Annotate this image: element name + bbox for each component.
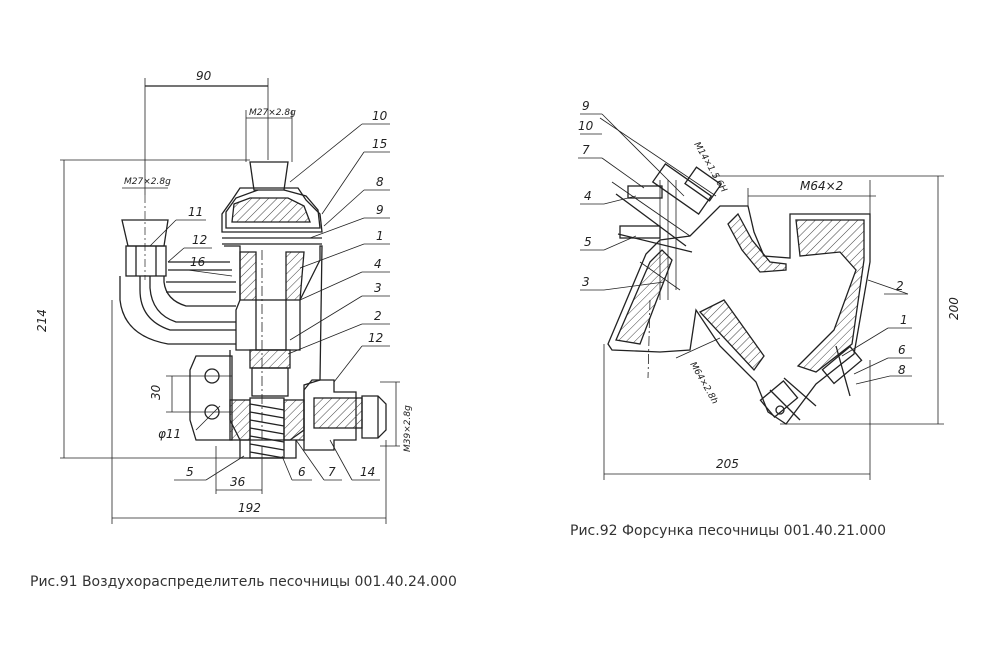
- dim-36: 36: [230, 475, 246, 489]
- callout-92-2: 2: [896, 279, 904, 293]
- figure-91-leaders: [149, 123, 390, 481]
- dim-m64-8h: M64×2.8h: [687, 361, 719, 407]
- callout-12-left: 12: [192, 233, 207, 247]
- callout-92-3: 3: [582, 275, 590, 289]
- callout-92-9: 9: [582, 99, 590, 113]
- dim-phi11: φ11: [158, 427, 181, 441]
- dim-192: 192: [238, 501, 261, 515]
- callout-1: 1: [376, 229, 384, 243]
- callout-3: 3: [374, 281, 382, 295]
- callout-92-5: 5: [584, 235, 592, 249]
- callout-92-6: 6: [898, 343, 906, 357]
- callout-11: 11: [188, 205, 203, 219]
- callout-92-7: 7: [582, 143, 590, 157]
- callout-14: 14: [360, 465, 375, 479]
- figure-91-air-distributor: 90 M27×2.8g: [35, 69, 413, 524]
- callout-92-4: 4: [584, 189, 592, 203]
- dim-214: 214: [35, 309, 49, 332]
- callout-5: 5: [186, 465, 194, 479]
- callout-92-8: 8: [898, 363, 906, 377]
- figure-92-callouts: 9 10 7 4 5 3 2 1 6 8: [578, 99, 908, 377]
- callout-7: 7: [328, 465, 336, 479]
- dim-90: 90: [196, 69, 212, 83]
- figure-91-callouts: 10 15 8 9 1 4 3 2 12 11 12 16 5 6 7 14: [186, 109, 388, 479]
- mount-plate: [189, 355, 233, 441]
- figure-92-caption: Рис.92 Форсунка песочницы 001.40.21.000: [570, 523, 887, 539]
- dim-m27-left: M27×2.8g: [124, 177, 171, 187]
- callout-10: 10: [372, 109, 388, 123]
- callout-15: 15: [372, 137, 387, 151]
- callout-6: 6: [298, 465, 306, 479]
- figure-92-sand-nozzle: M14×1.5 6H M64×2 M64×2.8h 200 205: [578, 113, 961, 480]
- top-fitting-assembly: [611, 163, 722, 379]
- callout-92-1: 1: [900, 313, 908, 327]
- callout-8: 8: [376, 175, 384, 189]
- callout-9: 9: [376, 203, 384, 217]
- callout-92-10: 10: [578, 119, 594, 133]
- figure-92-leaders: [578, 113, 912, 385]
- dim-m27-top: M27×2.8g: [249, 108, 296, 118]
- bottom-bolt-assembly: [759, 345, 863, 421]
- air-tubes: [119, 261, 236, 345]
- dim-205: 205: [716, 457, 739, 471]
- nozzle-casting: [607, 205, 871, 425]
- spring: [249, 397, 285, 459]
- callout-2: 2: [374, 309, 382, 323]
- dim-30: 30: [149, 384, 163, 400]
- dim-m64: M64×2: [800, 179, 843, 193]
- diaphragm-cap: [221, 187, 323, 233]
- dim-200: 200: [947, 297, 961, 320]
- callout-16: 16: [190, 255, 206, 269]
- callout-4: 4: [374, 257, 382, 271]
- top-fitting: [249, 161, 289, 191]
- dim-m39: M39×2.8g: [403, 405, 413, 452]
- figure-91-caption: Рис.91 Воздухораспределитель песочницы 0…: [30, 574, 457, 590]
- callout-12-right: 12: [368, 331, 383, 345]
